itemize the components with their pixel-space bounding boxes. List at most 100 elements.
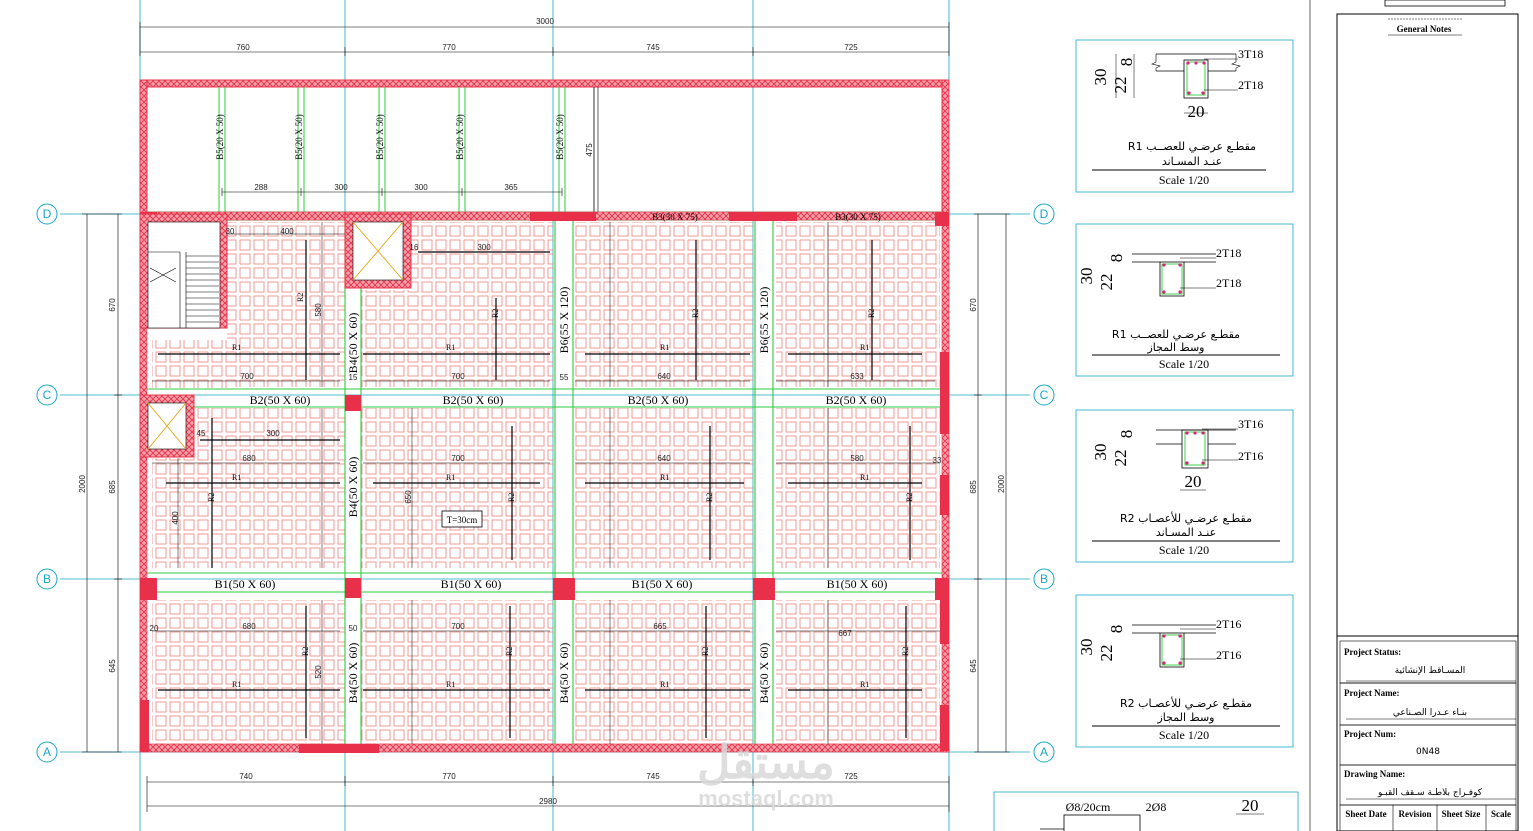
dim-span: 700 xyxy=(451,454,465,463)
dim-misc: 650 xyxy=(404,490,413,504)
cantilever-beam-label: B5(20 X 50) xyxy=(455,114,465,160)
rib-label: R2 xyxy=(301,647,310,656)
svg-text:8: 8 xyxy=(1107,625,1126,634)
section-detail-r1-support: 30 22 8 3T18 2T18 20 مقطـع عرضـي للعصــب… xyxy=(1075,39,1294,193)
svg-text:2Ø8: 2Ø8 xyxy=(1146,800,1167,814)
dim-bottom: 745 xyxy=(646,772,660,781)
dim-misc: 400 xyxy=(171,511,180,525)
svg-text:30: 30 xyxy=(1077,268,1096,285)
dim-misc: 45 xyxy=(197,429,206,438)
project-num-value: 0N48 xyxy=(1416,747,1440,757)
dim-bottom: 725 xyxy=(844,772,858,781)
svg-text:Scale 1/20: Scale 1/20 xyxy=(1159,543,1209,557)
dim-right: 685 xyxy=(969,480,978,494)
svg-text:Scale 1/20: Scale 1/20 xyxy=(1159,728,1209,742)
beam-label-b: B1(50 X 60) xyxy=(827,577,888,591)
dim-misc: 30 xyxy=(226,227,235,236)
dim-span: 640 xyxy=(657,454,671,463)
dim-misc: 55 xyxy=(560,373,569,382)
rib-label: R1 xyxy=(660,680,669,689)
side-dimensions xyxy=(82,213,1010,753)
svg-text:8: 8 xyxy=(1117,58,1136,67)
dim-cantilever: 300 xyxy=(414,183,428,192)
beam-label-d: B3(30 X 75) xyxy=(835,212,881,222)
dim-span: 680 xyxy=(242,454,256,463)
svg-text:20: 20 xyxy=(1242,796,1259,815)
bottom-beam-detail: Ø8/20cm 2Ø8 20 xyxy=(993,791,1299,831)
walls xyxy=(139,211,950,753)
dim-span: 700 xyxy=(451,372,465,381)
cantilever-beam-label: B5(20 X 50) xyxy=(375,114,385,160)
rib-label: R1 xyxy=(446,473,455,482)
slab-blocks xyxy=(152,222,940,744)
cantilever-beam-label: B5(20 X 50) xyxy=(555,114,565,160)
dim-span: 680 xyxy=(242,622,256,631)
dim-left: 670 xyxy=(108,298,117,312)
beam-label-c: B2(50 X 60) xyxy=(443,393,504,407)
svg-text:B: B xyxy=(1040,572,1048,586)
svg-text:8: 8 xyxy=(1107,254,1126,263)
rib-label: R2 xyxy=(691,309,700,318)
beam-label-vertical: B6(55 X 120) xyxy=(557,287,571,354)
svg-text:22: 22 xyxy=(1097,645,1116,662)
svg-text:C: C xyxy=(43,388,52,402)
dim-span: 700 xyxy=(240,372,254,381)
svg-text:عنـد المسـاند: عنـد المسـاند xyxy=(1156,526,1216,539)
beam-label-vertical: B4(50 X 60) xyxy=(346,313,360,374)
svg-text:A: A xyxy=(1040,745,1048,759)
rib-label: R1 xyxy=(232,473,241,482)
svg-text:2T16: 2T16 xyxy=(1216,617,1241,631)
axis-a: A A xyxy=(36,741,1055,763)
dim-left: 685 xyxy=(108,480,117,494)
svg-text:Scale 1/20: Scale 1/20 xyxy=(1159,357,1209,371)
dim-top: 770 xyxy=(442,43,456,52)
dim-span: 633 xyxy=(850,372,864,381)
svg-text:B: B xyxy=(43,572,51,586)
cantilever-beam-label: B5(20 X 50) xyxy=(215,114,225,160)
svg-text:22: 22 xyxy=(1111,450,1130,467)
svg-text:2T16: 2T16 xyxy=(1216,648,1241,662)
project-name-label: Project Name: xyxy=(1344,688,1400,698)
revision-label: Revision xyxy=(1398,809,1431,819)
svg-text:T=30cm: T=30cm xyxy=(447,515,478,525)
dim-span: 580 xyxy=(850,454,864,463)
beam-label-c: B2(50 X 60) xyxy=(628,393,689,407)
rib-label: R1 xyxy=(660,343,669,352)
beam-label-b: B1(50 X 60) xyxy=(441,577,502,591)
sheet-date-label: Sheet Date xyxy=(1345,809,1386,819)
rib-label: R2 xyxy=(505,647,514,656)
dim-overall-bottom: 2980 xyxy=(539,797,557,806)
section-detail-r2-midspan: 30 22 8 2T16 2T16 مقطـع عرضـي للأعصـاب R… xyxy=(1075,594,1294,748)
dim-span: 667 xyxy=(838,629,852,638)
svg-text:مقطـع عرضـي للعصــب R1: مقطـع عرضـي للعصــب R1 xyxy=(1112,328,1240,341)
dim-misc: 520 xyxy=(314,665,323,679)
svg-text:20: 20 xyxy=(1188,102,1205,121)
dim-top: 760 xyxy=(236,43,250,52)
dim-misc: 580 xyxy=(314,303,323,317)
dim-cantilever: 300 xyxy=(334,183,348,192)
svg-text:C: C xyxy=(1040,388,1049,402)
axis-b: B B xyxy=(36,568,1055,590)
rib-label: R1 xyxy=(860,343,869,352)
dim-misc: 400 xyxy=(280,227,294,236)
dimension-lines xyxy=(152,222,940,744)
rib-label: R1 xyxy=(860,473,869,482)
beam-label-vertical: B4(50 X 60) xyxy=(346,457,360,518)
axis-bubbles: D D C C B B A A xyxy=(36,203,1055,763)
dim-top: 745 xyxy=(646,43,660,52)
stair xyxy=(139,213,228,329)
dim-misc: 15 xyxy=(349,373,358,382)
dim-top: 725 xyxy=(844,43,858,52)
axis-c: C C xyxy=(36,384,1055,406)
cantilever-zone xyxy=(139,79,950,215)
svg-text:Ø8/20cm: Ø8/20cm xyxy=(1066,800,1111,814)
project-num-label: Project Num: xyxy=(1344,729,1396,739)
axis-d: D D xyxy=(36,203,1055,225)
dim-overall-right: 2000 xyxy=(997,475,1006,493)
section-detail-r1-midspan: 30 22 8 2T18 2T18 مقطـع عرضـي للعصــب R1… xyxy=(1075,223,1294,377)
svg-text:22: 22 xyxy=(1097,274,1116,291)
svg-text:2T18: 2T18 xyxy=(1216,276,1241,290)
dim-cantilever: 288 xyxy=(254,183,268,192)
dim-right: 645 xyxy=(969,659,978,673)
